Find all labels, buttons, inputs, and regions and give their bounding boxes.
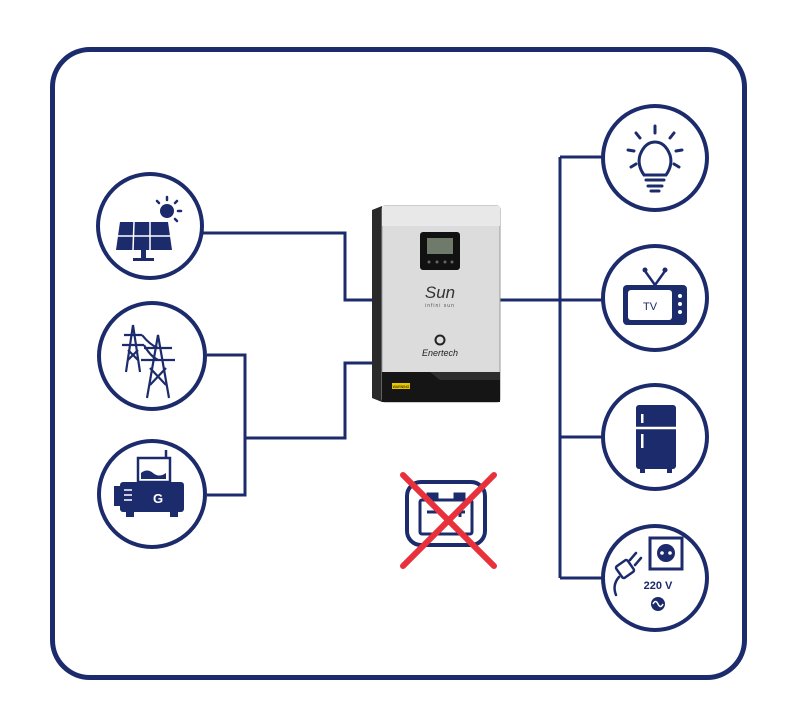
refrigerator-icon: [636, 405, 676, 473]
enertech-logo-icon: [434, 334, 446, 346]
solar-connector: [203, 231, 375, 302]
socket-icon: [648, 536, 684, 571]
light-bulb-icon: [626, 124, 684, 193]
refrigerator-node: [601, 383, 709, 491]
lcd-screen: [427, 238, 453, 254]
warning-sticker: [392, 383, 410, 389]
socket-node: 220 V: [601, 524, 709, 632]
lighting-node: [601, 104, 709, 212]
cross-icon: [400, 472, 497, 569]
power-grid-node: [97, 301, 207, 411]
television-node: TV: [601, 244, 709, 352]
connector-lines: [203, 155, 604, 580]
generator-label: G: [153, 491, 163, 506]
plug-icon: [613, 551, 643, 597]
inverter-brand-script: Sun: [425, 283, 455, 302]
warning-label: WARNING: [393, 385, 410, 389]
battery-not-required: [400, 472, 497, 569]
solar-panel-node: [96, 172, 204, 280]
solar-panel-icon: [116, 195, 183, 261]
diagram-frame: [50, 47, 747, 680]
transmission-tower-icon: [122, 324, 175, 399]
inverter-maker: Enertech: [422, 348, 458, 358]
voltage-label: 220 V: [644, 580, 673, 592]
tv-label: TV: [643, 301, 658, 313]
grid-generator-feed: [245, 361, 375, 440]
tv-icon: [623, 267, 687, 325]
inverter-brand-sub: infini sun: [425, 303, 455, 309]
generator-icon: [114, 450, 184, 517]
ac-sine-icon: [651, 597, 665, 611]
hybrid-inverter: Sun infini sun Enertech WARNING: [372, 205, 501, 403]
generator-node: G: [97, 439, 207, 549]
grid-generator-connector: [207, 353, 247, 497]
